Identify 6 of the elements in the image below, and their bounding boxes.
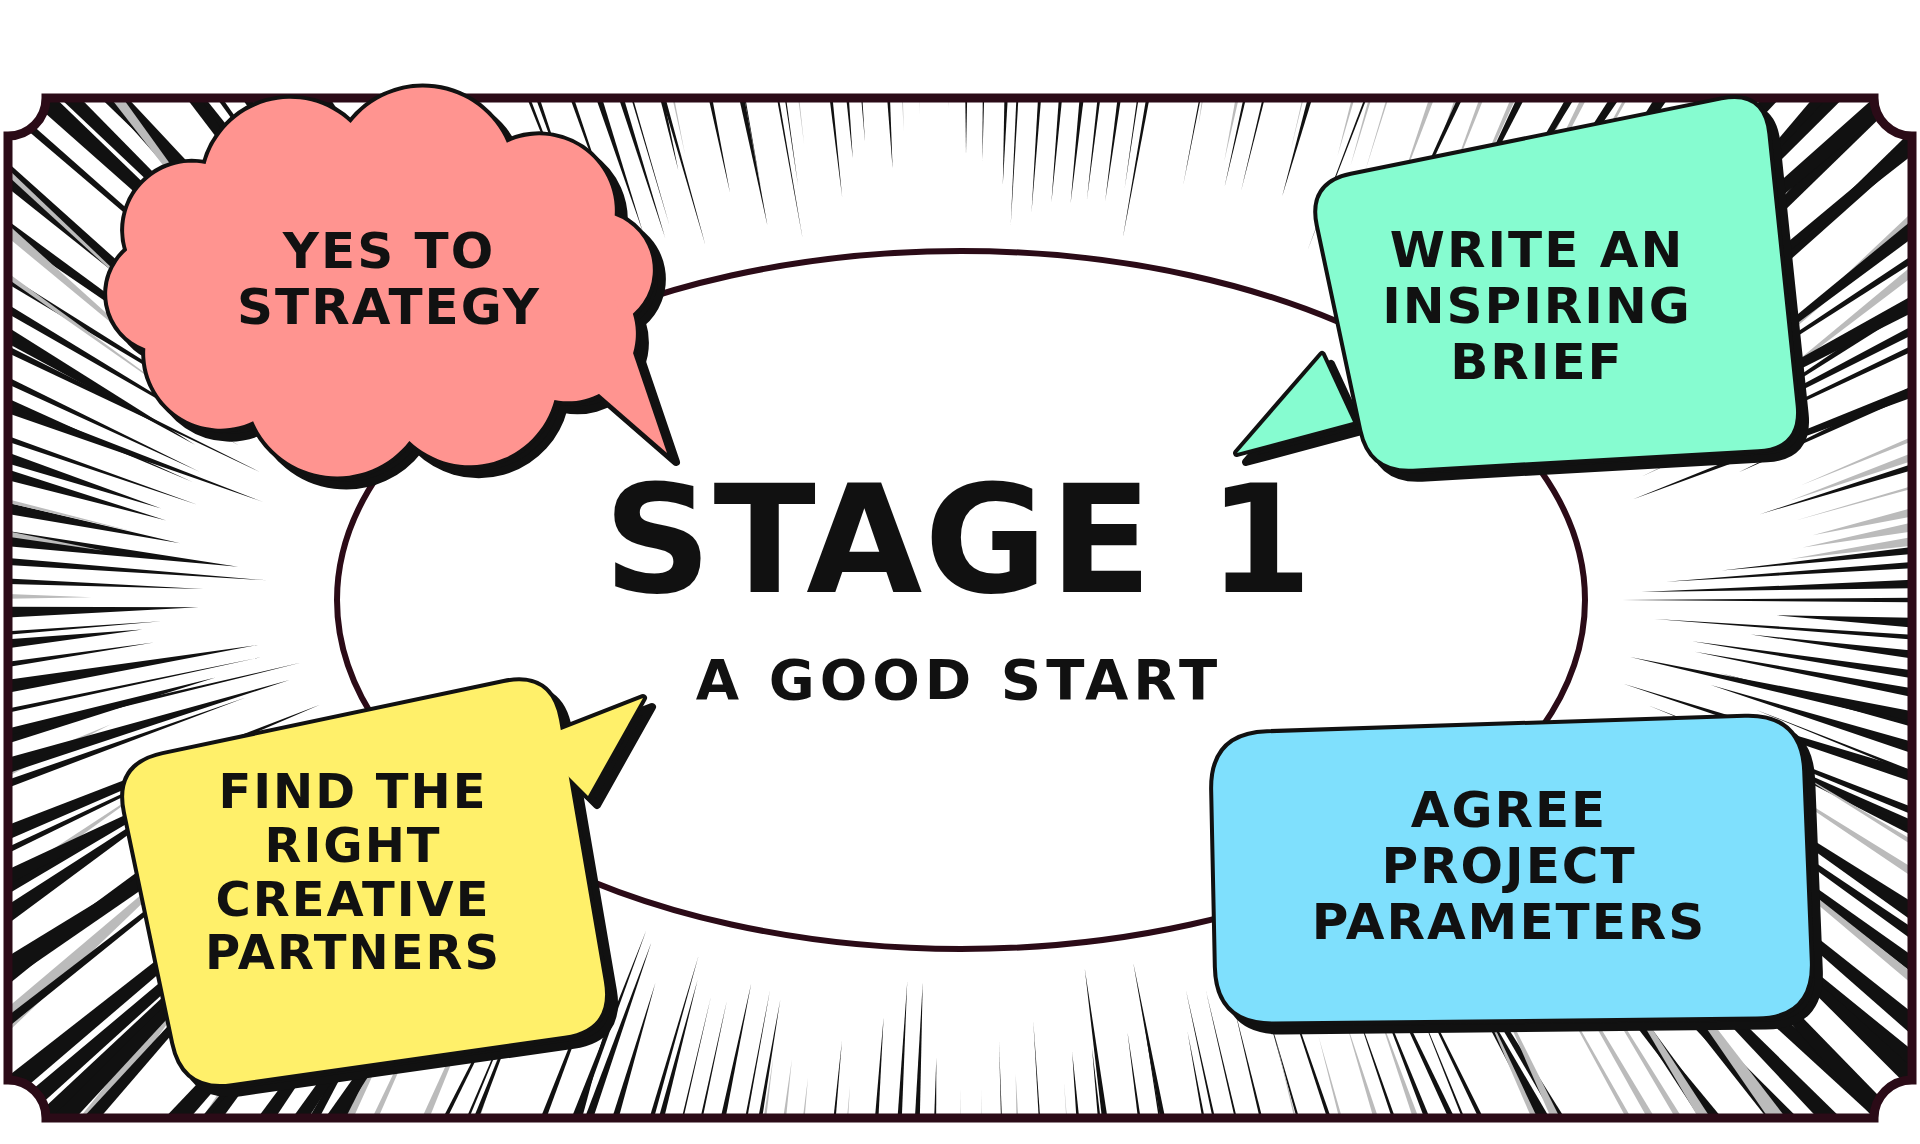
bubble-text: WRITE AN INSPIRING BRIEF [1381, 222, 1693, 390]
stage-title: STAGE 1 [602, 456, 1316, 624]
stage-subtitle: A GOOD START [694, 648, 1224, 712]
bubble-text: AGREE PROJECT PARAMETERS [1310, 782, 1708, 950]
bubble-text: FIND THE RIGHT CREATIVE PARTNERS [204, 764, 502, 980]
bubble-text: YES TO STRATEGY [236, 223, 542, 335]
